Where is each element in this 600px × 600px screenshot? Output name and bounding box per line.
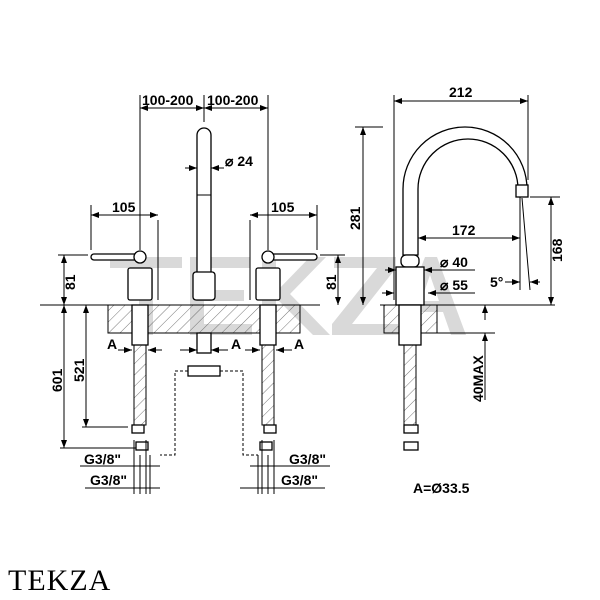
dim-diameter-40: ⌀ 40 <box>440 254 468 270</box>
dim-spacing-left: 100-200 <box>142 92 194 108</box>
section-note: A=Ø33.5 <box>413 480 470 496</box>
dim-spacing-right: 100-200 <box>207 92 259 108</box>
tekza-logo: TEKZA <box>8 564 111 597</box>
mixer-tee <box>187 365 221 377</box>
thread-label: G3/8" <box>281 472 318 488</box>
section-mark-a: A <box>231 336 241 352</box>
dim-diameter-55: ⌀ 55 <box>440 277 468 293</box>
dim-spout-diameter: ⌀ 24 <box>225 153 253 169</box>
angle-line <box>521 197 531 291</box>
side-view: 212 281 172 168 5° ⌀ 40 ⌀ 55 40MAX A=Ø33… <box>347 84 565 496</box>
dim-deck-max: 40MAX <box>470 355 486 402</box>
dim-total-below: 601 <box>49 368 65 392</box>
dim-height-right: 81 <box>323 274 339 290</box>
dim-height-left: 81 <box>62 274 78 290</box>
dim-spout-height: 168 <box>549 238 565 262</box>
section-mark-a: A <box>294 336 304 352</box>
thread-label: G3/8" <box>84 451 121 467</box>
aerator <box>515 184 529 198</box>
right-valve <box>255 250 318 451</box>
section-mark-a: A <box>107 336 117 352</box>
spout-base <box>192 271 216 301</box>
front-view: 100-200 100-200 ⌀ 24 105 105 81 81 601 5… <box>40 92 345 494</box>
right-lever <box>267 253 318 261</box>
dim-lever-right: 105 <box>271 199 295 215</box>
thread-label: G3/8" <box>90 472 127 488</box>
dim-lever-left: 105 <box>112 199 136 215</box>
spout <box>196 127 212 301</box>
thread-label: G3/8" <box>289 451 326 467</box>
dim-reach-total: 212 <box>449 84 473 100</box>
dim-height-total: 281 <box>347 206 363 230</box>
left-lever <box>90 253 141 261</box>
left-valve <box>90 250 153 451</box>
dim-reach-spout: 172 <box>452 222 476 238</box>
dim-hose-length: 521 <box>71 358 87 382</box>
dim-angle: 5° <box>490 274 503 290</box>
base-body <box>395 266 425 306</box>
